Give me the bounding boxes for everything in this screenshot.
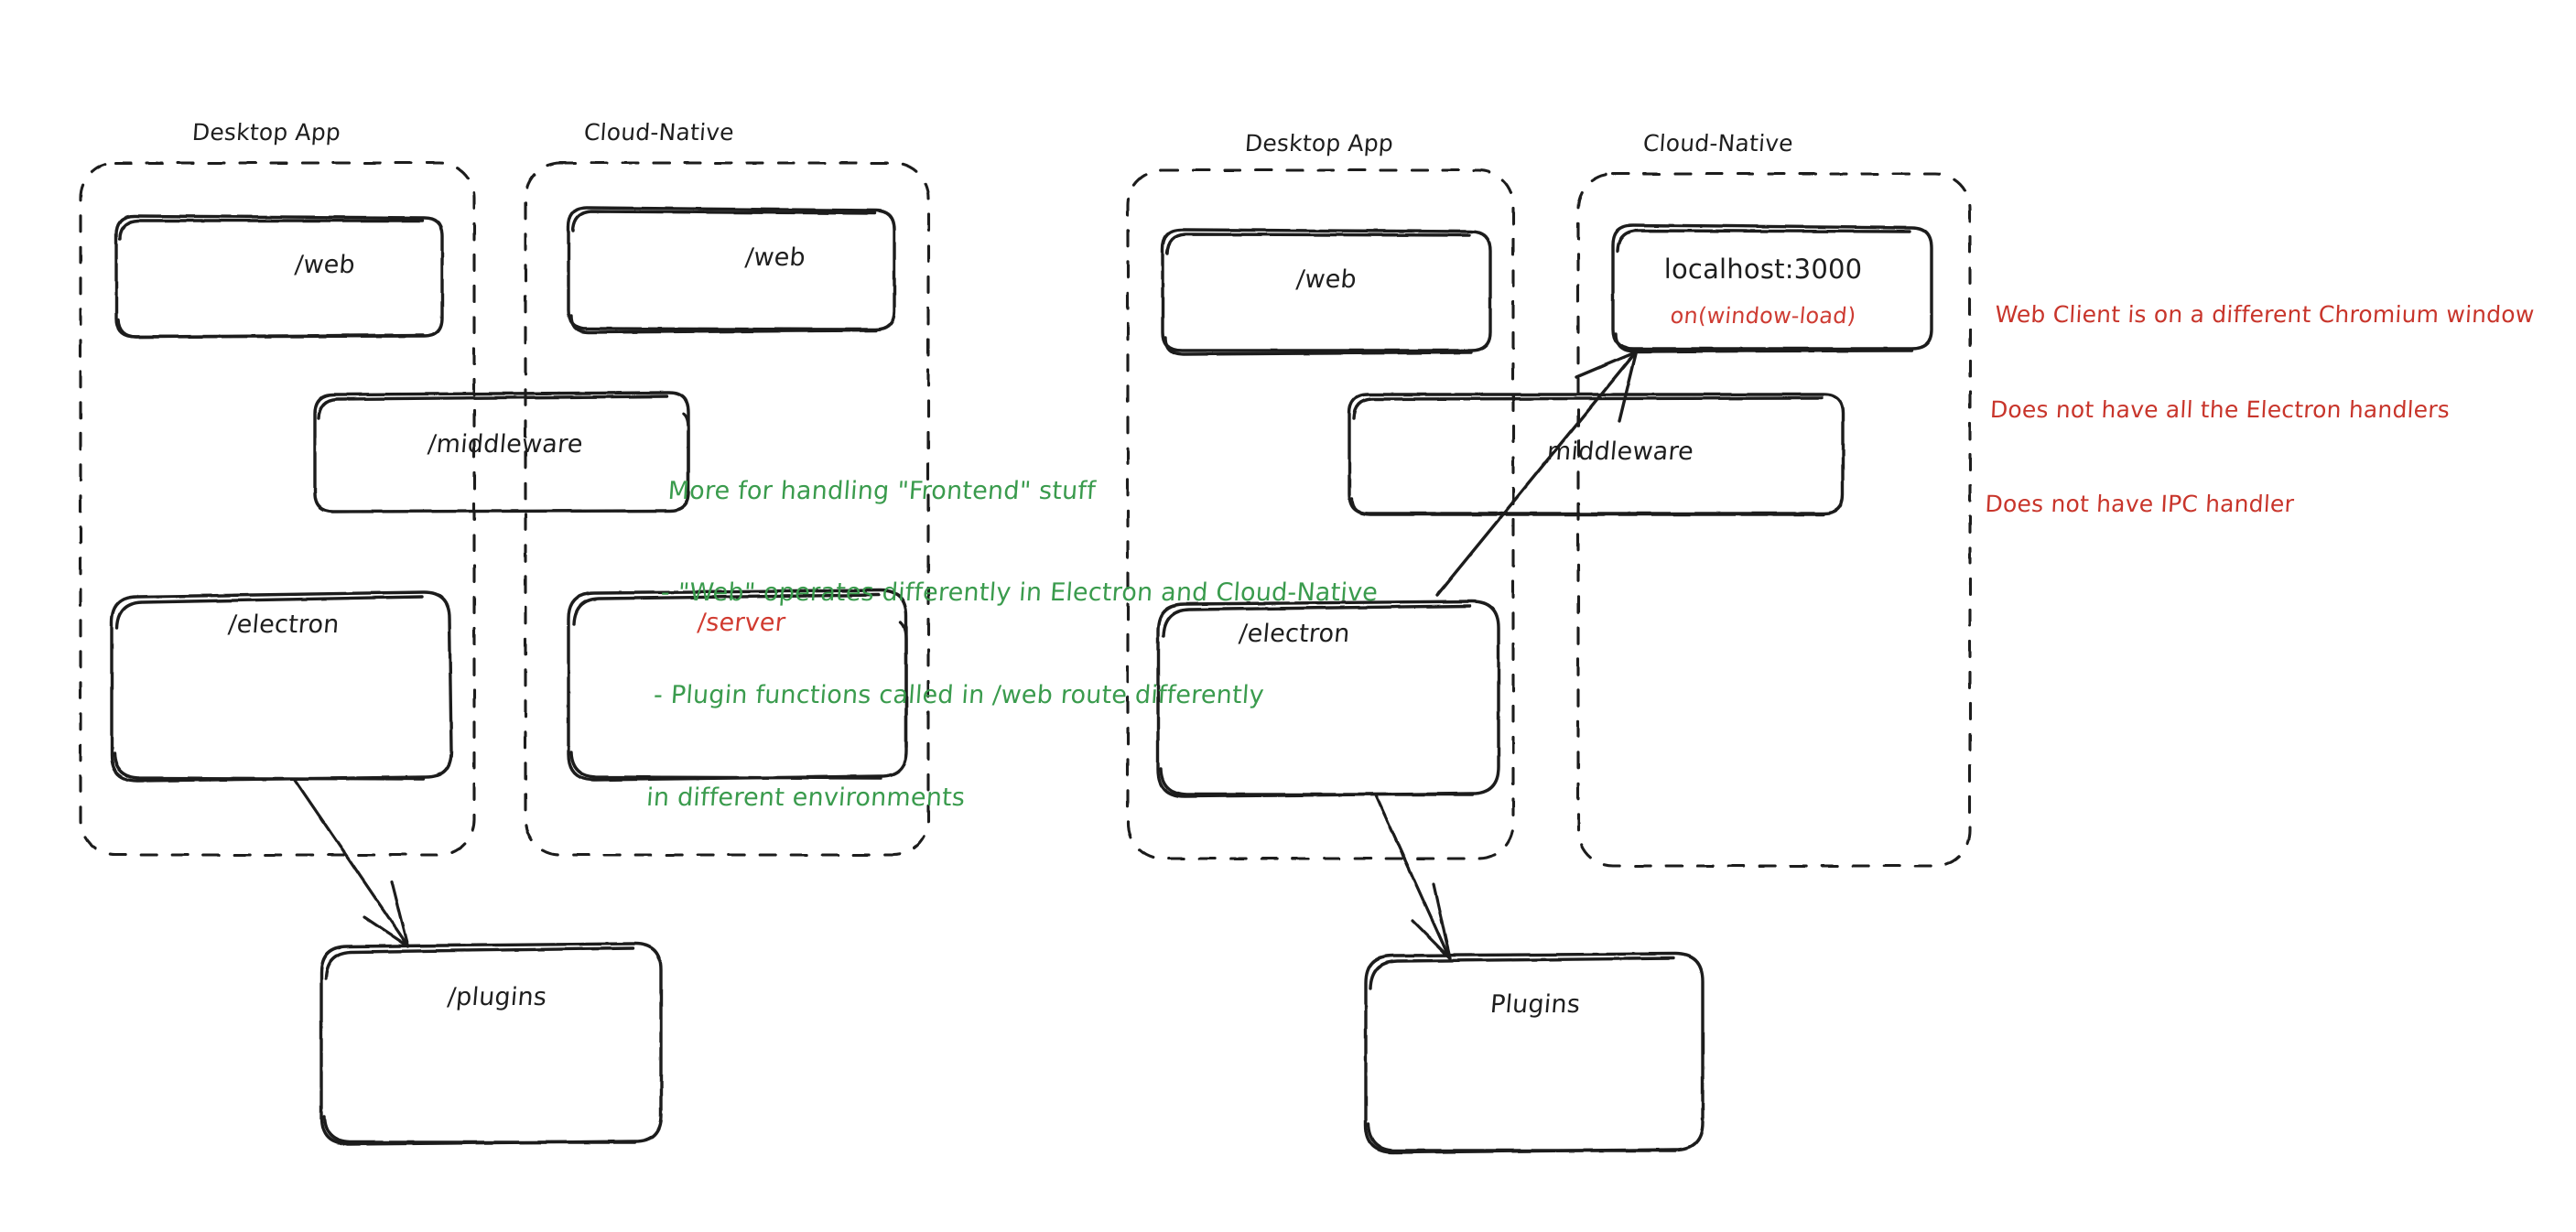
right-localhost-sublabel: on(window-load) [1669, 303, 1857, 329]
right-middleware-box [1348, 393, 1845, 516]
red-annotation-note: Web Client is on a different Chromium wi… [1981, 236, 2538, 584]
green-note-line-3: - Plugin functions called in /web route … [653, 681, 1265, 709]
green-note-line-1: More for handling "Frontend" stuff [666, 476, 1097, 505]
electron-to-localhost-arrow [1435, 351, 1638, 597]
left-electron-box [110, 590, 453, 783]
left-cloud-web-label: /web [743, 243, 807, 272]
right-localhost-label: localhost:3000 [1663, 254, 1863, 285]
right-middleware-label: middleware [1545, 438, 1695, 466]
right-electron-box [1156, 600, 1500, 798]
left-cloud-native-container [524, 161, 930, 857]
right-electron-to-plugins-arrow [1374, 794, 1452, 960]
green-note-line-4: in different environments [645, 783, 967, 812]
right-desktop-web-label: /web [1294, 265, 1358, 294]
left-cloud-web-box [567, 206, 896, 334]
left-desktop-web-box [114, 214, 444, 339]
left-desktop-app-container [79, 161, 476, 857]
left-group-title-desktop-app: Desktop App [190, 119, 342, 146]
left-desktop-web-label: /web [293, 251, 357, 279]
red-note-line-3: Does not have IPC handler [1984, 491, 2295, 517]
red-note-line-2: Does not have all the Electron handlers [1989, 395, 2451, 423]
right-cloud-native-container [1576, 172, 1972, 868]
left-plugins-label: /plugins [446, 983, 548, 1011]
left-plugins-box [319, 942, 663, 1146]
left-middleware-label: /middleware [427, 430, 585, 459]
left-electron-label: /electron [227, 611, 341, 639]
red-note-line-1: Web Client is on a different Chromium wi… [1994, 301, 2536, 328]
right-desktop-web-box [1161, 228, 1492, 356]
right-plugins-label: Plugins [1488, 990, 1582, 1019]
right-electron-label: /electron [1238, 620, 1351, 648]
right-desktop-app-container [1126, 168, 1515, 860]
right-group-title-desktop-app: Desktop App [1243, 130, 1395, 157]
left-electron-to-plugins-arrow [293, 778, 410, 948]
left-middleware-box [313, 391, 690, 513]
right-localhost-box [1611, 223, 1933, 353]
left-server-box [567, 589, 908, 782]
left-group-title-cloud-native: Cloud-Native [582, 119, 735, 146]
right-plugins-box [1364, 952, 1705, 1154]
right-group-title-cloud-native: Cloud-Native [1641, 130, 1794, 157]
green-note-line-2: - "Web" operates differently in Electron… [659, 578, 1380, 608]
